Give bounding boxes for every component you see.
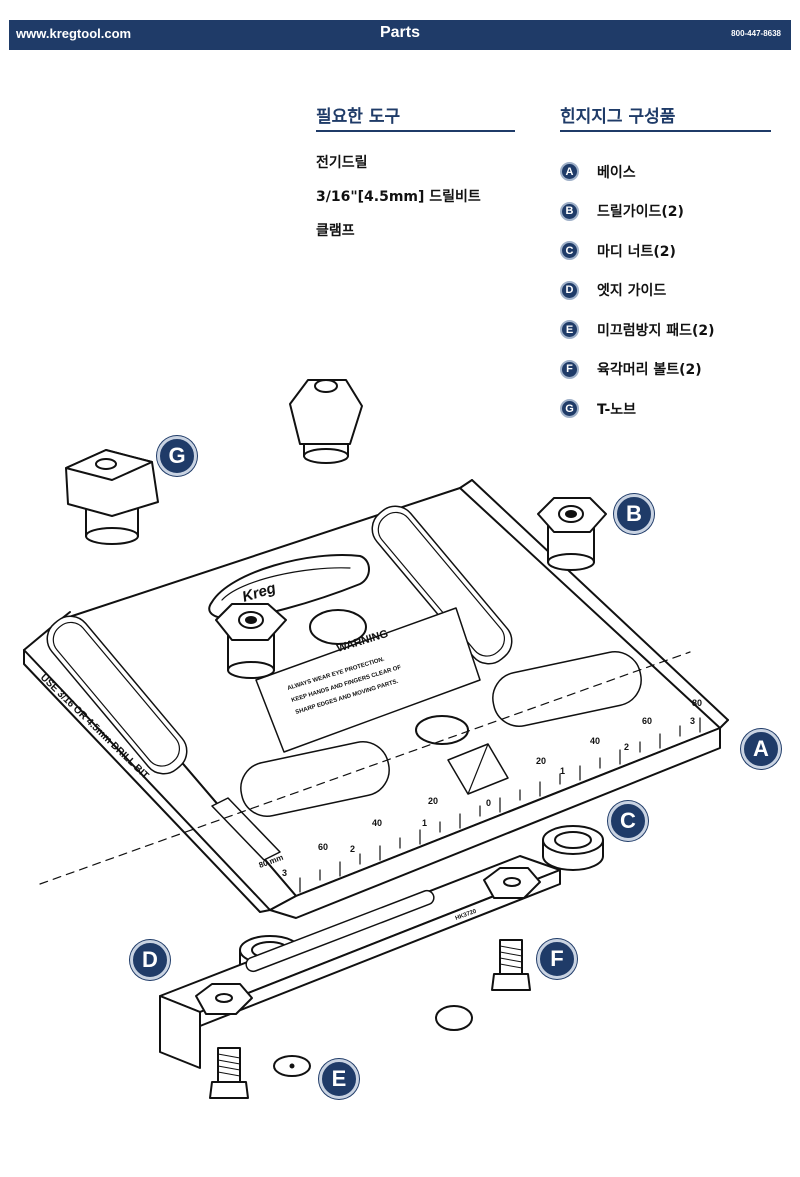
part-item-f: F 육각머리 볼트(2) [560,350,715,390]
part-letter-badge: D [560,280,579,300]
parts-list: A 베이스 B 드릴가이드(2) C 마디 너트(2) D 엣지 가이드 E 미… [560,152,715,429]
drill-guide-drawing [215,603,287,679]
part-label: 베이스 [597,164,636,181]
part-item-d: D 엣지 가이드 [560,271,715,311]
inch-number: 3 [690,716,695,726]
phone-number: 800-447-8638 [731,29,781,38]
tools-section-title: 필요한 도구 [316,107,401,127]
callout-c: C [608,801,648,841]
part-label: 엣지 가이드 [597,283,667,300]
part-item-g: G T-노브 [560,389,715,429]
inch-number: 1 [560,766,565,776]
tool-item: 클램프 [316,223,355,239]
part-item-b: B 드릴가이드(2) [560,192,715,232]
part-letter-badge: G [560,399,579,419]
tool-item: 전기드릴 [316,155,368,171]
hex-bolt-drawing [209,1047,249,1099]
part-label: T-노브 [597,401,637,418]
tools-section-divider [316,130,515,132]
page-title: Parts [379,24,421,41]
callout-a: A [741,729,781,769]
part-label: 마디 너트(2) [597,243,676,260]
part-item-c: C 마디 너트(2) [560,231,715,271]
scale-number: 20 [536,756,546,766]
scale-number: 80 [692,698,702,708]
callout-b: B [614,494,654,534]
t-knob-drawing [65,449,159,545]
scale-number: 60 [318,842,328,852]
part-letter-badge: E [560,320,579,340]
parts-section-divider [560,130,771,132]
callout-g: G [157,436,197,476]
parts-section-title: 힌지지그 구성품 [560,107,676,127]
part-letter-badge: A [560,162,579,182]
part-letter-badge: C [560,241,579,261]
knurled-nut-drawing [542,825,604,871]
scale-number: 40 [590,736,600,746]
scale-number: 40 [372,818,382,828]
inch-number: 3 [282,868,287,878]
drill-guide-loose-drawing [537,497,607,571]
part-item-a: A 베이스 [560,152,715,192]
tools-list: 전기드릴 3/16"[4.5mm] 드릴비트 클램프 [316,150,481,252]
tool-item: 3/16"[4.5mm] 드릴비트 [316,189,481,205]
jig-base-drawing [23,479,729,919]
anti-slip-pad-drawing [273,1005,473,1077]
header-bar: www.kregtool.com Parts 800-447-8638 [9,20,791,50]
inch-number: 1 [422,818,427,828]
part-label: 드릴가이드(2) [597,204,684,221]
scale-number: 0 [486,798,491,808]
callout-e: E [319,1059,359,1099]
part-letter-badge: B [560,201,579,221]
callout-f: F [537,939,577,979]
inch-number: 2 [350,844,355,854]
hex-bolt-drawing [491,939,531,991]
part-label: 육각머리 볼트(2) [597,362,702,379]
scale-number: 20 [428,796,438,806]
callout-d: D [130,940,170,980]
part-letter-badge: F [560,359,579,379]
website-url[interactable]: www.kregtool.com [16,26,132,41]
inch-number: 2 [624,742,629,752]
scale-number: 60 [642,716,652,726]
part-label: 미끄럼방지 패드(2) [597,322,715,339]
part-item-e: E 미끄럼방지 패드(2) [560,310,715,350]
edge-guide-drawing [159,855,561,1069]
t-knob-drawing [289,379,363,464]
